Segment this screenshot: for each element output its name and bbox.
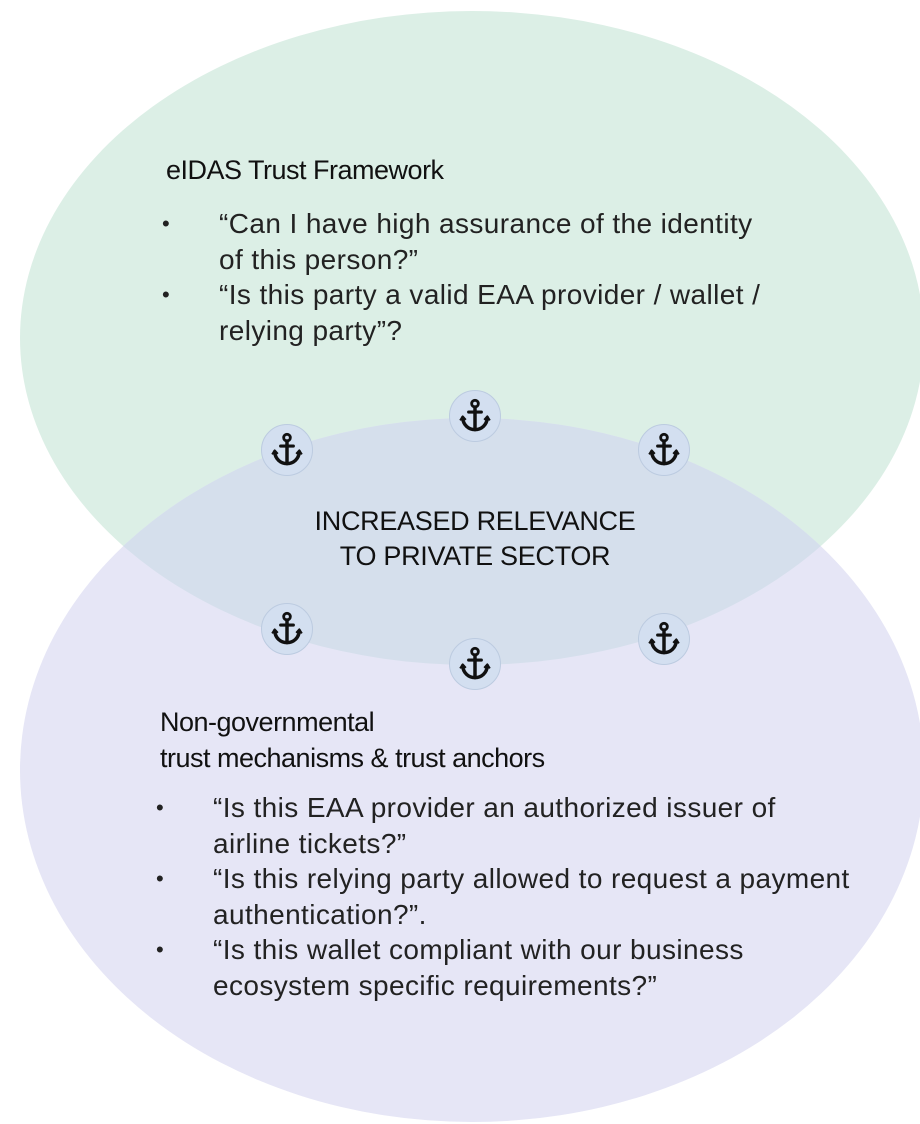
- bullet-item: • “Is this EAA provider an authorized iss…: [156, 790, 856, 861]
- non-governmental-title: Non-governmental trust mechanisms & trus…: [160, 704, 545, 776]
- bullet-marker: •: [156, 937, 165, 962]
- overlap-region: [20, 418, 920, 665]
- bullet-marker: •: [162, 282, 171, 307]
- anchor-icon: [449, 638, 501, 690]
- non-governmental-title-line2: trust mechanisms & trust anchors: [160, 743, 545, 773]
- non-governmental-title-line1: Non-governmental: [160, 707, 375, 737]
- overlap-label-line2: TO PRIVATE SECTOR: [339, 541, 611, 571]
- non-governmental-bullet-list: • “Is this EAA provider an authorized iss…: [156, 790, 856, 1003]
- anchor-icon: [261, 424, 313, 476]
- bullet-text: “Is this wallet compliant with our busin…: [213, 934, 744, 1001]
- framework-bullet-list: • “Can I have high assurance of the ident…: [162, 206, 762, 348]
- anchor-icon: [638, 424, 690, 476]
- bullet-text: “Is this relying party allowed to reques…: [213, 863, 850, 930]
- anchor-icon: [261, 603, 313, 655]
- bullet-item: • “Can I have high assurance of the ident…: [162, 206, 762, 277]
- anchor-icon: [449, 390, 501, 442]
- overlap-label-line1: INCREASED RELEVANCE: [314, 506, 636, 536]
- bullet-marker: •: [162, 211, 171, 236]
- overlap-label: INCREASED RELEVANCE TO PRIVATE SECTOR: [240, 504, 710, 574]
- framework-title: eIDAS Trust Framework: [166, 155, 444, 185]
- bullet-item: • “Is this party a valid EAA provider / w…: [162, 277, 762, 348]
- bullet-item: • “Is this wallet compliant with our busi…: [156, 932, 856, 1003]
- bullet-item: • “Is this relying party allowed to reque…: [156, 861, 856, 932]
- bullet-marker: •: [156, 795, 165, 820]
- anchor-icon: [638, 613, 690, 665]
- bullet-marker: •: [156, 866, 165, 891]
- bullet-text: “Is this EAA provider an authorized issu…: [213, 792, 776, 859]
- bullet-text: “Can I have high assurance of the identi…: [219, 208, 753, 275]
- bullet-text: “Is this party a valid EAA provider / wa…: [219, 279, 761, 346]
